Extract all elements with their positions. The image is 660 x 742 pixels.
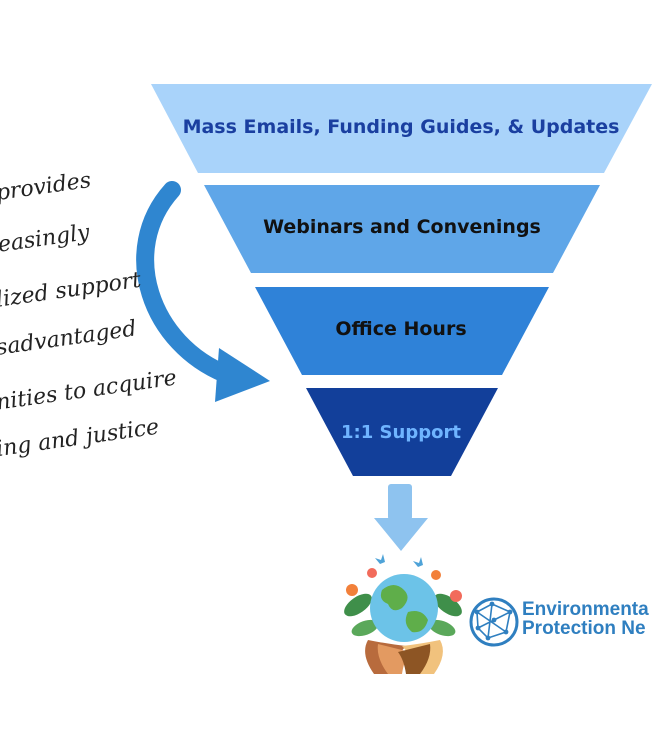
network-logo-icon <box>469 597 519 647</box>
tier-office-hours-label: Office Hours <box>335 318 466 340</box>
tier-mass-emails-label: Mass Emails, Funding Guides, & Updates <box>183 116 620 138</box>
side-text-line-3: lized support <box>0 268 143 313</box>
logo-line-2: Protection Ne <box>522 618 646 639</box>
down-arrow-icon <box>374 484 428 551</box>
side-text-line-6: ing and justice <box>0 415 161 463</box>
logo-wordmark: Environmenta Protection Ne <box>522 600 649 638</box>
logo-line-1: Environmenta <box>522 599 649 620</box>
tier-webinars-label: Webinars and Convenings <box>263 216 541 238</box>
curved-arrow-icon <box>136 181 270 402</box>
tier-office-hours <box>255 287 549 375</box>
side-text-line-1: provides <box>0 168 93 206</box>
side-text-line-4: sadvantaged <box>0 316 138 360</box>
tier-webinars <box>204 185 600 273</box>
tier-one-on-one-label: 1:1 Support <box>341 422 461 443</box>
tier-one-on-one <box>306 388 498 476</box>
earth-hands-illustration <box>344 554 462 674</box>
side-text-line-5: nities to acquire <box>0 366 178 416</box>
tier-mass-emails <box>151 84 652 173</box>
side-text-line-2: easingly <box>0 220 92 258</box>
